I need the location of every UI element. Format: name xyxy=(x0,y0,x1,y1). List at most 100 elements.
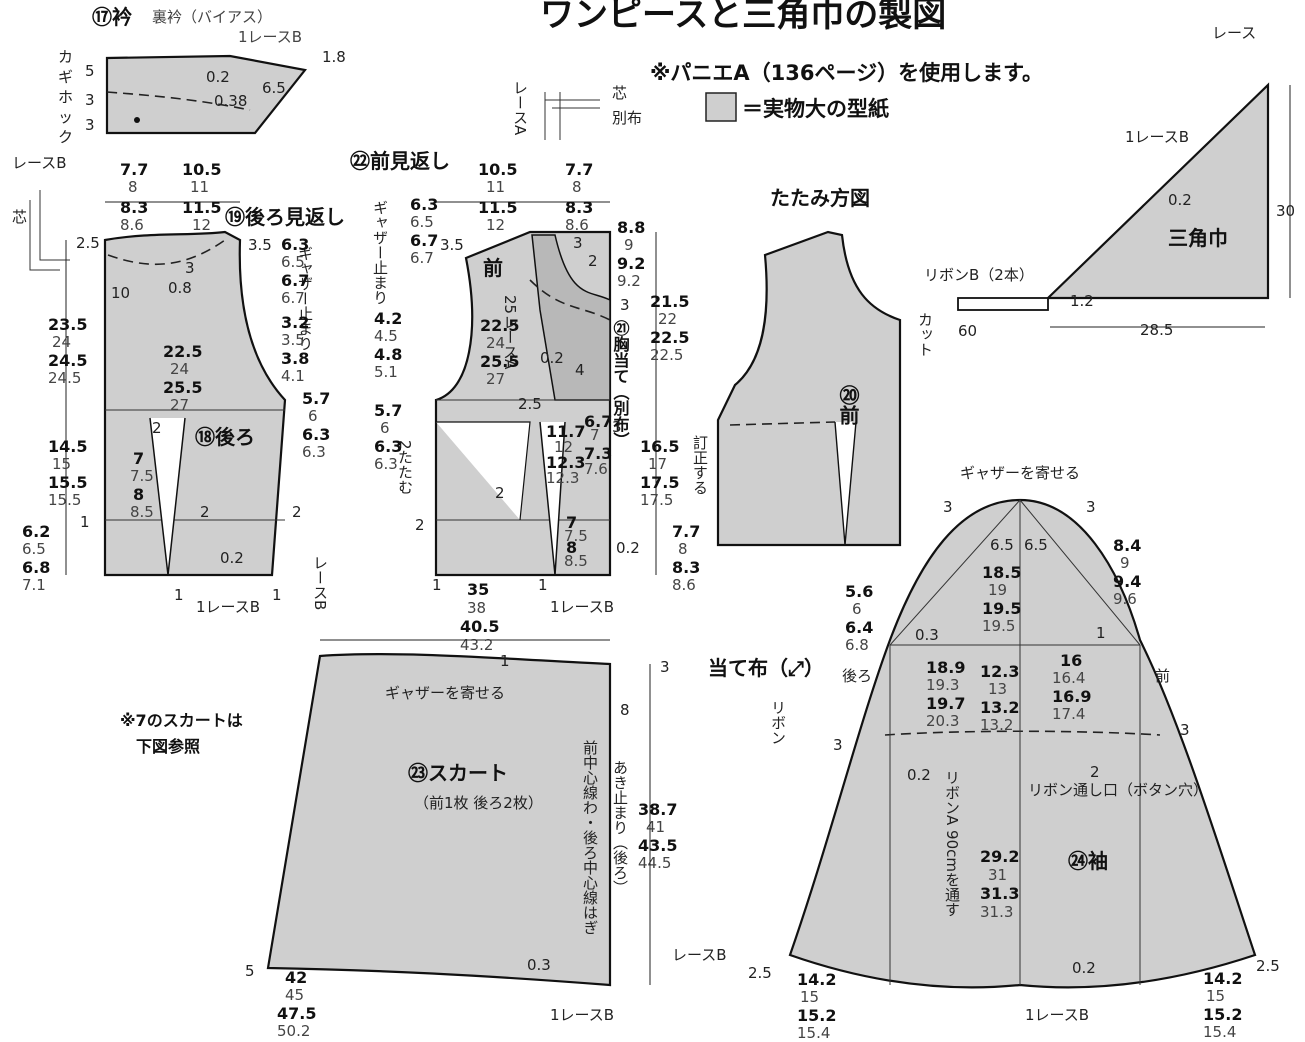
dim-back-left-2-1: 15 xyxy=(52,455,71,473)
dim-sleeve-m-21: 20.3 xyxy=(926,712,959,730)
dim-skirt-m-10: 47.5 xyxy=(277,1004,316,1023)
dim-back-left-1-0: 24.5 xyxy=(48,351,87,370)
scarf-lace: 1レースB xyxy=(1125,128,1189,146)
dim-back-left-1-1: 24.5 xyxy=(48,369,81,387)
dim-sleeve-m-40: 15 xyxy=(800,988,819,1006)
collar-title: ⑰衿 xyxy=(92,5,132,29)
dim-back-right-2-0: 3.2 xyxy=(281,313,309,332)
dim-front-inner-5-1: 7.6 xyxy=(584,460,608,478)
sleeve-back: 後ろ xyxy=(842,667,872,685)
dim-sleeve-m-1: 3 xyxy=(1086,498,1096,516)
dim-sleeve-m-39: 14.2 xyxy=(797,970,836,989)
collar-piece: ⑰衿 裏衿（バイアス） 1レースB 5 3 3 0.2 0.38 6.5 1.8… xyxy=(58,5,346,146)
sleeve-ribbon-hole: リボン通し口（ボタン穴） xyxy=(1028,781,1208,799)
dim-front-misc-14: 38 xyxy=(467,599,486,617)
collar-m3: 3 xyxy=(85,116,95,134)
dim-back-misc-10: 1 xyxy=(174,586,184,604)
dim-sleeve-m-37: 31.3 xyxy=(980,903,1013,921)
dim-back-misc-2: 3 xyxy=(185,259,195,277)
dim-back-right-1-1: 6.7 xyxy=(281,289,305,307)
dim-back-inner-1-1: 27 xyxy=(170,396,189,414)
dim-sleeve-m-7: 19.5 xyxy=(982,617,1015,635)
lace-detail-betsu: 別布 xyxy=(612,109,642,127)
dim-sleeve-m-12: 5.6 xyxy=(845,582,873,601)
scarf-ribbon: リボンB（2本） xyxy=(924,266,1034,284)
lace-detail-shin2: 芯 xyxy=(12,208,27,226)
dim-front-misc-7: 0.2 xyxy=(540,349,564,367)
dim-back-right-5-0: 6.3 xyxy=(302,425,330,444)
dim-skirt-m-0: 1 xyxy=(500,652,510,670)
lace-detail-lace-b: レースB xyxy=(12,154,67,172)
dim-back-top-0: 7.7 xyxy=(120,160,148,179)
dim-front-right-3-0: 22.5 xyxy=(650,328,689,347)
dim-back-top-1: 8 xyxy=(128,178,138,196)
dim-scarf-m-2: 1.2 xyxy=(1070,292,1094,310)
dim-back-inner-1-0: 25.5 xyxy=(163,378,202,397)
dim-back-inner-3-0: 8 xyxy=(133,485,144,504)
collar-m1: 5 xyxy=(85,62,95,80)
dim-sleeve-m-17: 1 xyxy=(1096,624,1106,642)
scarf-piece: 三角巾 1レースB リボンB（2本） カット レース 30 0.2 1.2 60… xyxy=(916,24,1295,357)
dim-back-inner-0-0: 22.5 xyxy=(163,342,202,361)
dim-back-left-4-1: 6.5 xyxy=(22,540,46,558)
front-label: 前 xyxy=(483,256,503,280)
dim-back-top-2: 8.3 xyxy=(120,198,148,217)
sleeve-ribbon-note: リボンA 90cmを通す xyxy=(943,770,961,917)
dim-back-misc-5: 2 xyxy=(152,419,162,437)
dim-front-left-0-1: 6.5 xyxy=(410,213,434,231)
dim-front-top-5: 8 xyxy=(572,178,582,196)
dim-front-inner-0-0: 22.5 xyxy=(480,316,519,335)
dim-sleeve-m-43: 0.2 xyxy=(1072,959,1096,977)
dim-back-left-0-0: 23.5 xyxy=(48,315,87,334)
sleeve-gather: ギャザーを寄せる xyxy=(960,464,1080,482)
dim-front-misc-4: 2.5 xyxy=(518,395,542,413)
dim-sleeve-m-3: 6.5 xyxy=(1024,536,1048,554)
sleeve-measurements: 3 3 6.5 6.5 18.5 19 19.5 19.5 8.4 9 9.4 … xyxy=(748,498,1280,1042)
dim-front-misc-1: 3 xyxy=(573,234,583,252)
back-label: ⑱後ろ xyxy=(195,425,255,449)
front-pleat: 2たたむ xyxy=(396,440,414,495)
dim-skirt-m-9: 45 xyxy=(285,986,304,1004)
skirt-lace: 1レースB xyxy=(550,1006,614,1024)
sleeve-lace-side: レースB xyxy=(672,946,727,964)
dim-back-top-6: 11.5 xyxy=(182,198,221,217)
front-bodice-label: ㉑胸当て（別布） xyxy=(611,319,630,448)
dim-sleeve-m-9: 9 xyxy=(1120,554,1130,572)
dim-front-inner-7-1: 8.5 xyxy=(564,552,588,570)
dim-front-top-0: 10.5 xyxy=(478,160,517,179)
skirt-count: （前1枚 後ろ2枚） xyxy=(414,794,543,812)
dim-back-left-3-1: 15.5 xyxy=(48,491,81,509)
dim-front-misc-8: 2 xyxy=(495,484,505,502)
dim-sleeve-m-35: 31 xyxy=(988,866,1007,884)
page-title: ワンピースと三角巾の製図 xyxy=(540,0,946,35)
dim-front-top-1: 11 xyxy=(486,178,505,196)
skirt-gather: ギャザーを寄せる xyxy=(385,684,505,702)
dim-sleeve-m-14: 6.4 xyxy=(845,618,873,637)
collar-m4: 0.2 xyxy=(206,68,230,86)
dim-front-misc-3: 3 xyxy=(620,296,630,314)
dim-back-misc-8: 1 xyxy=(80,513,90,531)
dim-front-right-6-1: 8 xyxy=(678,540,688,558)
pannier-note: ※パニエA（136ページ）を使用します。 xyxy=(650,61,1043,85)
fold-label: ⑳前 xyxy=(836,385,860,425)
dim-front-misc-9: 2 xyxy=(415,516,425,534)
sleeve-patch: 当て布（⤢） xyxy=(708,656,824,680)
dim-back-misc-6: 2 xyxy=(200,503,210,521)
dim-front-misc-2: 2 xyxy=(588,252,598,270)
dim-front-right-7-1: 8.6 xyxy=(672,576,696,594)
fold-diagram: たたみ方図 ⑳前 訂正する xyxy=(691,186,902,547)
dim-front-right-4-0: 16.5 xyxy=(640,437,679,456)
dim-sleeve-m-19: 19.3 xyxy=(926,676,959,694)
dim-front-inner-5-0: 7.3 xyxy=(584,444,612,463)
dim-front-inner-1-0: 25.5 xyxy=(480,352,519,371)
dim-back-inner-0-1: 24 xyxy=(170,360,189,378)
dim-front-inner-2-1: 12 xyxy=(554,438,573,456)
dim-back-inner-2-1: 7.5 xyxy=(130,467,154,485)
dim-front-right-0-0: 8.8 xyxy=(617,218,645,237)
collar-m7: 1.8 xyxy=(322,48,346,66)
dim-sleeve-m-20: 19.7 xyxy=(926,694,965,713)
collar-lace: 1レースB xyxy=(238,28,302,46)
dim-front-left-1-0: 6.7 xyxy=(410,231,438,250)
dim-sleeve-m-38: 2.5 xyxy=(748,964,772,982)
dim-skirt-m-3: 38.7 xyxy=(638,800,677,819)
